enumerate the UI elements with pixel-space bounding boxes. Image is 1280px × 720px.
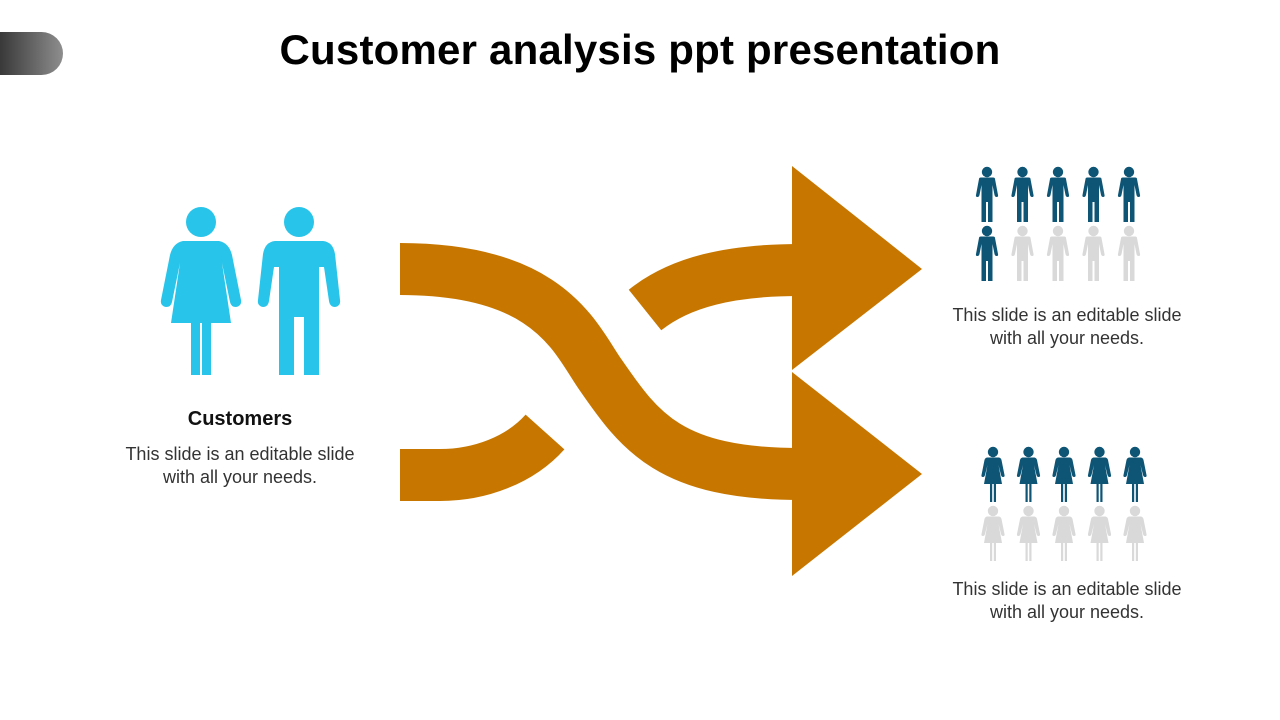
customers-couple-icon: [155, 205, 345, 380]
people-pictogram-svg: [975, 166, 1141, 281]
male-person-icon-highlighted: [1011, 166, 1034, 222]
male-person-icon-highlighted: [1117, 166, 1141, 222]
arrow-lower-tail: [400, 413, 565, 501]
arrow-head-bottom: [792, 372, 922, 576]
arrow-head-top: [792, 166, 922, 370]
corner-decoration: [0, 32, 63, 75]
female-person-icon-muted: [1123, 505, 1147, 561]
male-person-icon-highlighted: [975, 166, 999, 222]
female-person-icon-highlighted: [1087, 446, 1112, 502]
male-person-icon-muted: [1046, 225, 1070, 281]
male-person-icon-highlighted: [1082, 166, 1105, 222]
woman-icon: [160, 207, 242, 375]
outcome-people-grid-bottom: [980, 446, 1160, 569]
man-icon: [257, 207, 341, 375]
male-person-icon-highlighted: [975, 225, 999, 281]
female-person-icon-muted: [1052, 505, 1076, 561]
female-person-icon-highlighted: [1123, 446, 1147, 502]
female-person-icon-muted: [1016, 505, 1041, 561]
female-person-icon-muted: [1087, 505, 1112, 561]
people-pictogram-svg: [981, 446, 1147, 561]
outcome-people-grid-top: [974, 166, 1154, 289]
outcome-description-bottom: This slide is an editable slide with all…: [952, 579, 1182, 622]
female-person-icon-highlighted: [981, 446, 1005, 502]
arrow-main-curve: [399, 243, 801, 500]
customers-description: This slide is an editable slide with all…: [125, 444, 355, 487]
female-person-icon-muted: [981, 505, 1005, 561]
arrow-upper-curve: [628, 244, 801, 331]
female-person-icon-highlighted: [1016, 446, 1041, 502]
male-person-icon-muted: [1011, 225, 1034, 281]
female-person-icon-highlighted: [1052, 446, 1076, 502]
slide-title: Customer analysis ppt presentation: [279, 26, 1001, 73]
customers-heading: Customers: [187, 408, 293, 430]
outcome-description-top: This slide is an editable slide with all…: [952, 305, 1182, 348]
male-person-icon-muted: [1117, 225, 1141, 281]
male-person-icon-highlighted: [1046, 166, 1070, 222]
male-person-icon-muted: [1082, 225, 1105, 281]
